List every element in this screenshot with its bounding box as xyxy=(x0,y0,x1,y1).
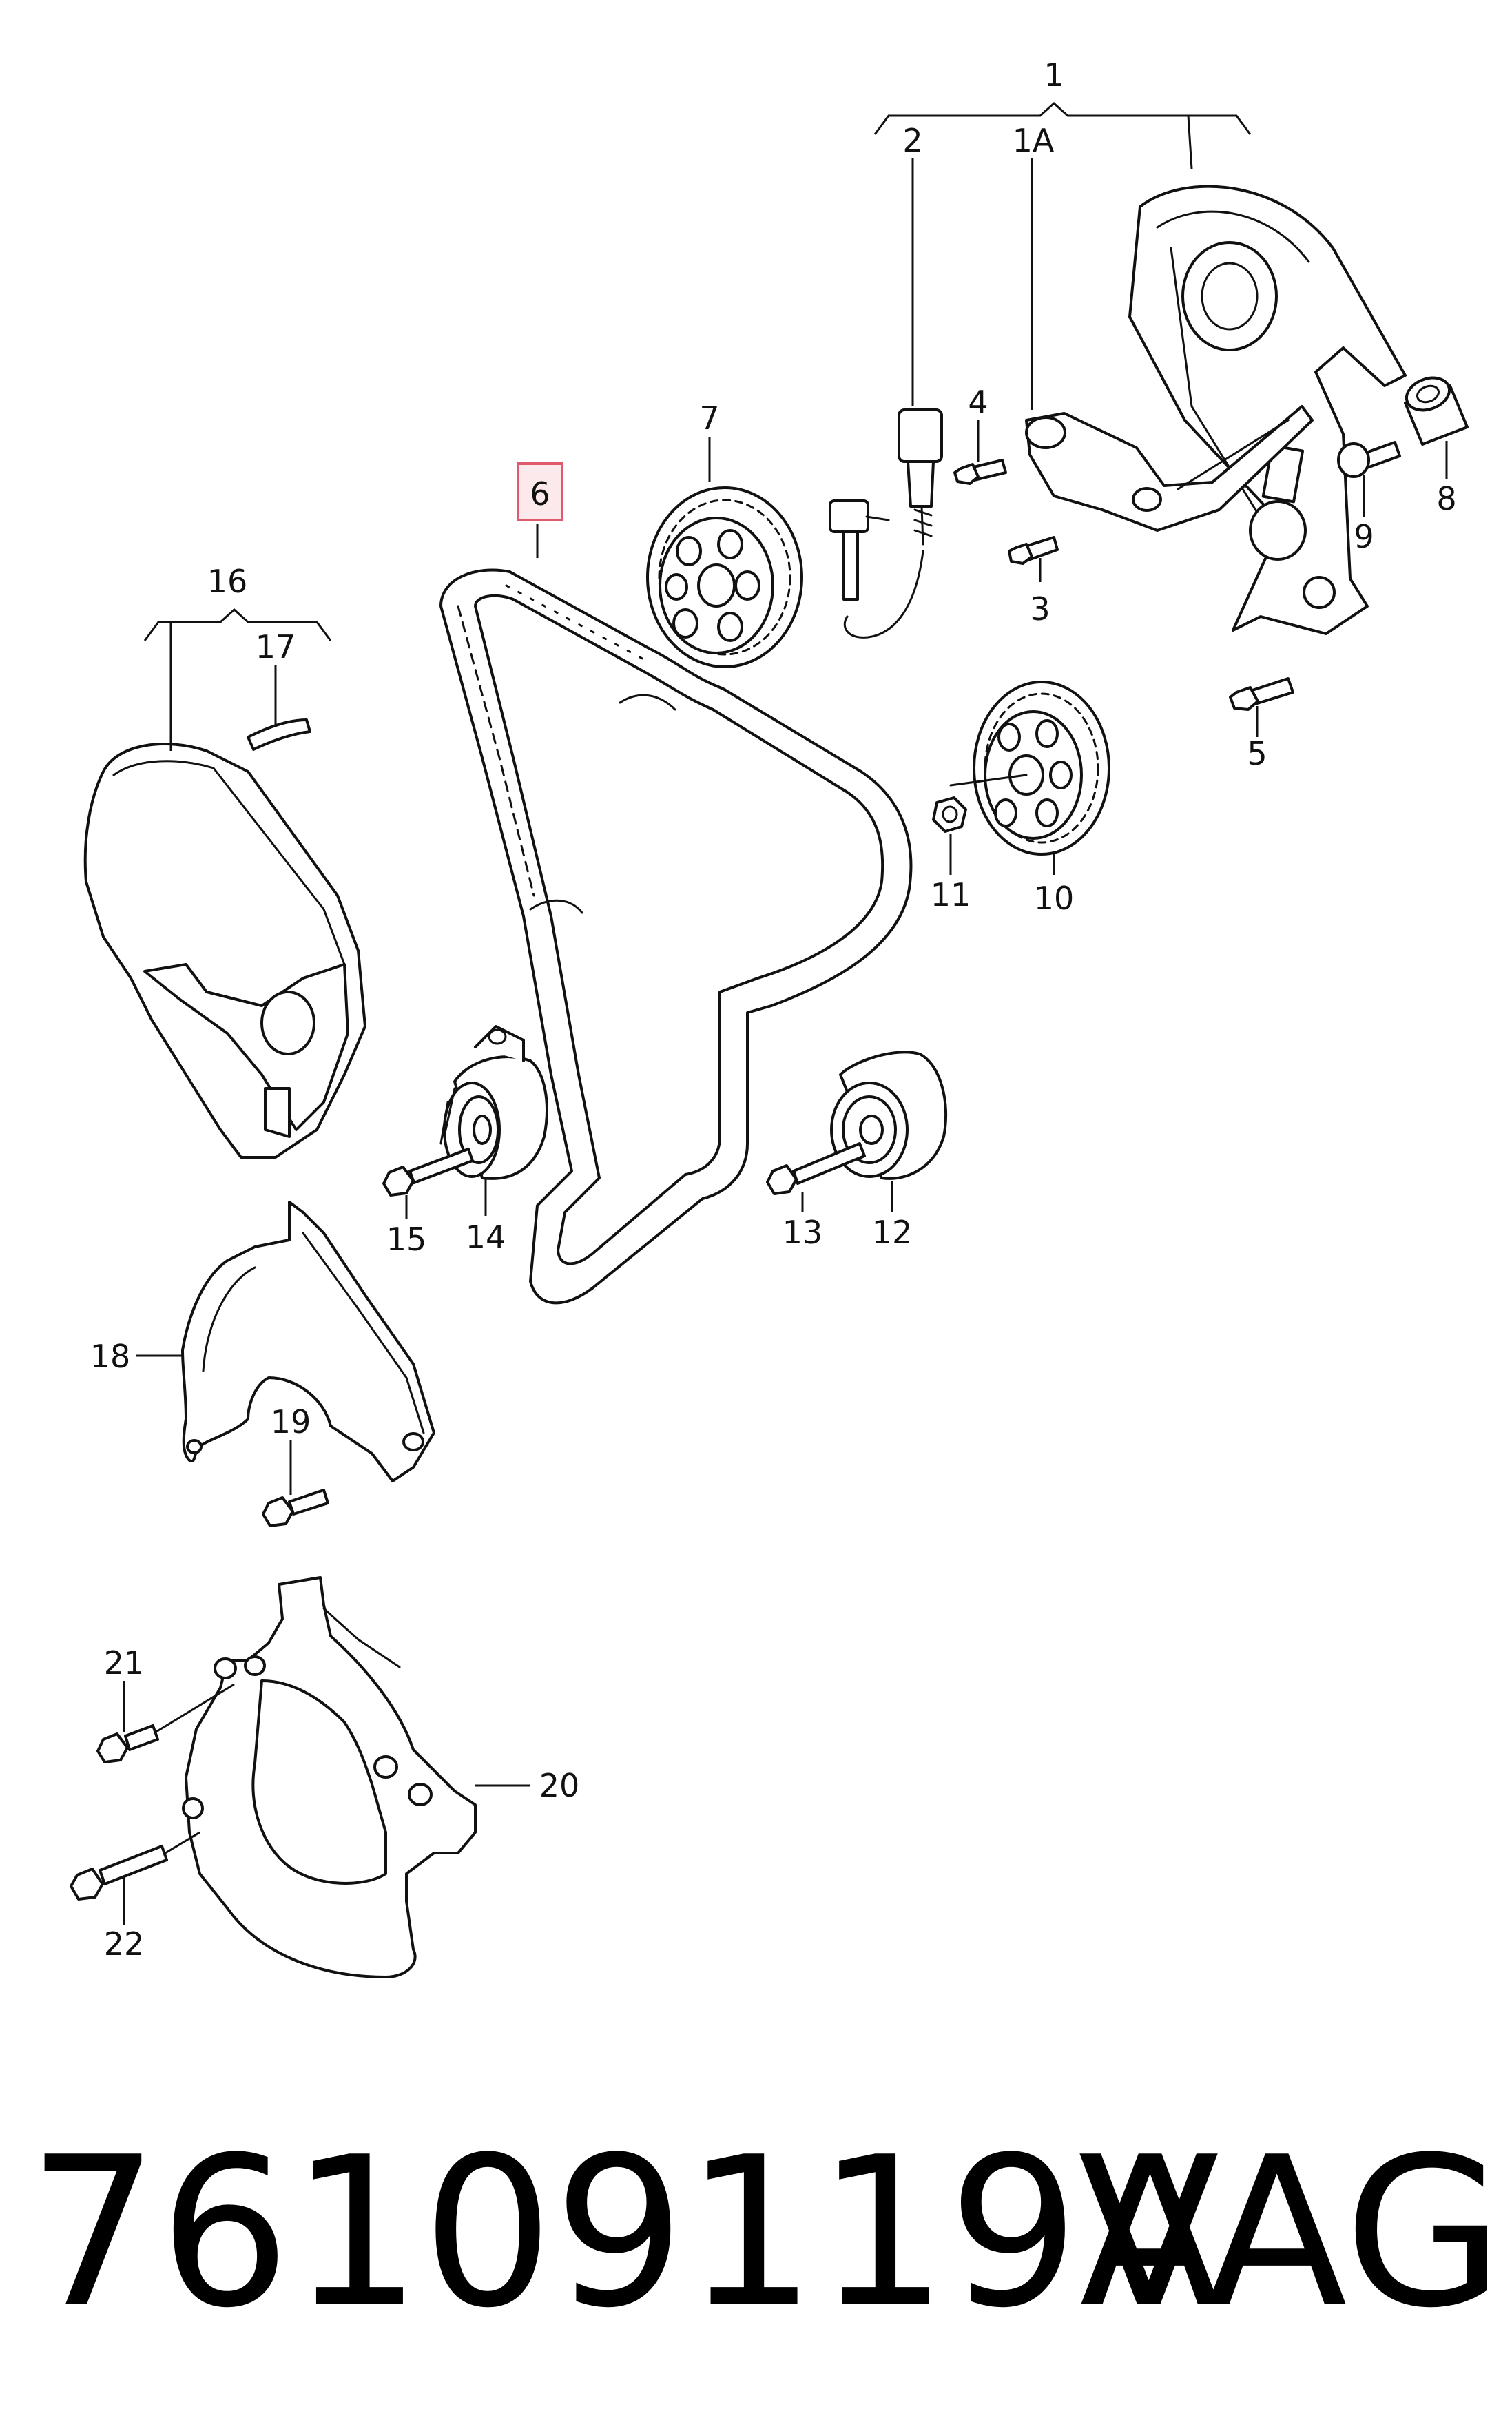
part-5-bolt[interactable] xyxy=(1229,677,1294,711)
callout-3: 3 xyxy=(1030,590,1050,628)
callout-10: 10 xyxy=(1034,880,1075,917)
callout-labels: 1 1A 2 3 4 5 6 7 8 9 10 11 12 13 14 15 1… xyxy=(90,56,1457,1963)
callout-15: 15 xyxy=(386,1221,427,1258)
part-13-bolt[interactable] xyxy=(766,1142,866,1195)
part-16-upper-cover[interactable] xyxy=(83,743,366,1159)
callout-8: 8 xyxy=(1436,480,1456,517)
callout-16: 16 xyxy=(207,563,248,600)
callout-4: 4 xyxy=(968,384,988,421)
part-2-sensor[interactable] xyxy=(829,408,943,639)
part-11-nut[interactable] xyxy=(932,796,967,833)
part-21-bolt[interactable] xyxy=(96,1724,159,1763)
footer-part-number: 76109119A xyxy=(28,2113,1221,2353)
footer-brand: VAG xyxy=(1078,2113,1504,2353)
callout-9: 9 xyxy=(1354,518,1374,555)
callout-17: 17 xyxy=(256,628,296,665)
part-19-bolt[interactable] xyxy=(262,1489,329,1527)
part-18-middle-cover[interactable] xyxy=(181,1201,435,1482)
part-22-bolt[interactable] xyxy=(70,1845,168,1901)
callout-11: 11 xyxy=(931,876,971,913)
part-17-clip[interactable] xyxy=(247,718,311,751)
callout-13: 13 xyxy=(783,1214,823,1251)
callout-7: 7 xyxy=(699,400,719,437)
part-12-idler-roller[interactable] xyxy=(830,1051,947,1180)
callout-22: 22 xyxy=(104,1925,145,1963)
part-3-bolt[interactable] xyxy=(1008,536,1059,565)
callout-12: 12 xyxy=(872,1214,913,1251)
callout-2: 2 xyxy=(902,122,922,159)
highlight-box-part-6 xyxy=(517,462,563,521)
callout-5: 5 xyxy=(1247,735,1267,772)
leader-lines xyxy=(123,101,1448,1925)
part-15-bolt[interactable] xyxy=(382,1148,474,1197)
part-10-sprocket[interactable] xyxy=(949,681,1110,856)
callout-14: 14 xyxy=(466,1219,506,1256)
callout-1: 1 xyxy=(1044,56,1064,94)
part-6-timing-belt[interactable] xyxy=(439,568,913,1305)
callout-20: 20 xyxy=(539,1767,580,1804)
part-4-bolt[interactable] xyxy=(953,459,1007,485)
part-9-bolt[interactable] xyxy=(1337,441,1401,478)
part-7-camshaft-sprocket[interactable] xyxy=(646,486,803,668)
callout-1a: 1A xyxy=(1013,122,1055,159)
part-8-sleeve[interactable] xyxy=(1402,372,1469,446)
callout-21: 21 xyxy=(104,1644,145,1682)
callout-18: 18 xyxy=(90,1338,131,1375)
part-1a-bracket[interactable] xyxy=(1025,405,1314,532)
part-20-lower-cover[interactable] xyxy=(182,1576,477,1978)
callout-6: 6 xyxy=(530,475,550,513)
callout-19: 19 xyxy=(271,1403,311,1440)
part-1-rear-cover[interactable] xyxy=(1128,185,1407,635)
